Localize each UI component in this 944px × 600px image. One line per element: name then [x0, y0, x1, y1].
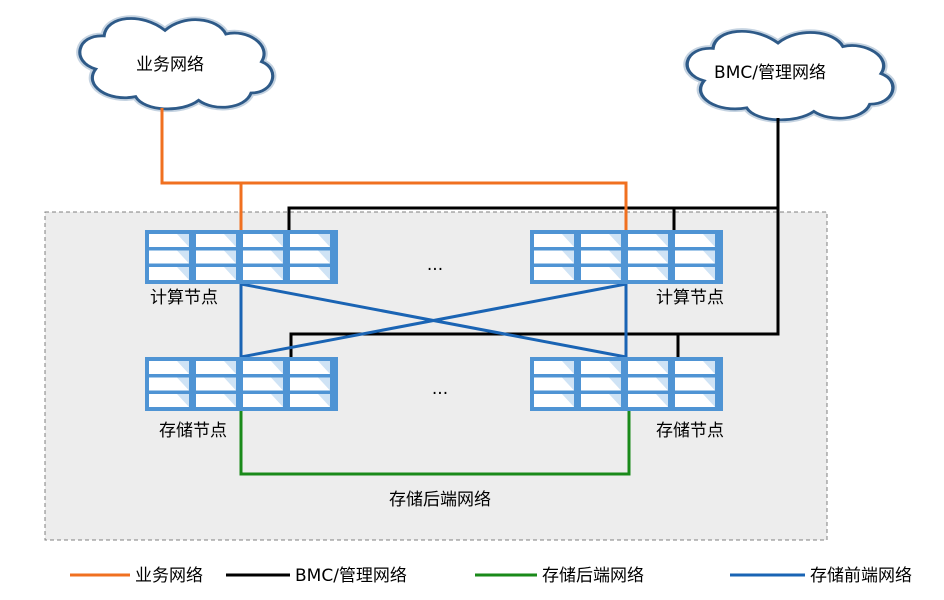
storage-backend-label: 存储后端网络	[389, 490, 491, 510]
storage-node-left-label: 存储节点	[159, 421, 227, 441]
compute-node-right-label: 计算节点	[656, 288, 724, 308]
storage-backend-link	[239, 411, 631, 476]
compute-node-left	[145, 230, 338, 284]
legend-label-storage-backend: 存储后端网络	[542, 566, 644, 586]
legend: 业务网络 BMC/管理网络 存储后端网络 存储前端网络	[70, 566, 912, 586]
ellipsis-storage: ...	[432, 379, 448, 399]
legend-label-business: 业务网络	[135, 566, 203, 586]
bmc-network-links	[287, 118, 780, 357]
compute-node-right	[530, 230, 723, 284]
compute-node-left-label: 计算节点	[150, 288, 218, 308]
storage-node-right-label: 存储节点	[656, 421, 724, 441]
legend-label-storage-frontend: 存储前端网络	[810, 566, 912, 586]
business-network-cloud-label: 业务网络	[136, 55, 204, 75]
bmc-network-cloud-label: BMC/管理网络	[714, 63, 826, 83]
legend-label-bmc: BMC/管理网络	[295, 566, 407, 586]
ellipsis-compute: ...	[427, 255, 443, 275]
storage-node-right	[530, 357, 723, 411]
storage-frontend-links	[239, 282, 628, 359]
storage-node-left	[145, 357, 338, 411]
business-network-links	[160, 108, 628, 230]
